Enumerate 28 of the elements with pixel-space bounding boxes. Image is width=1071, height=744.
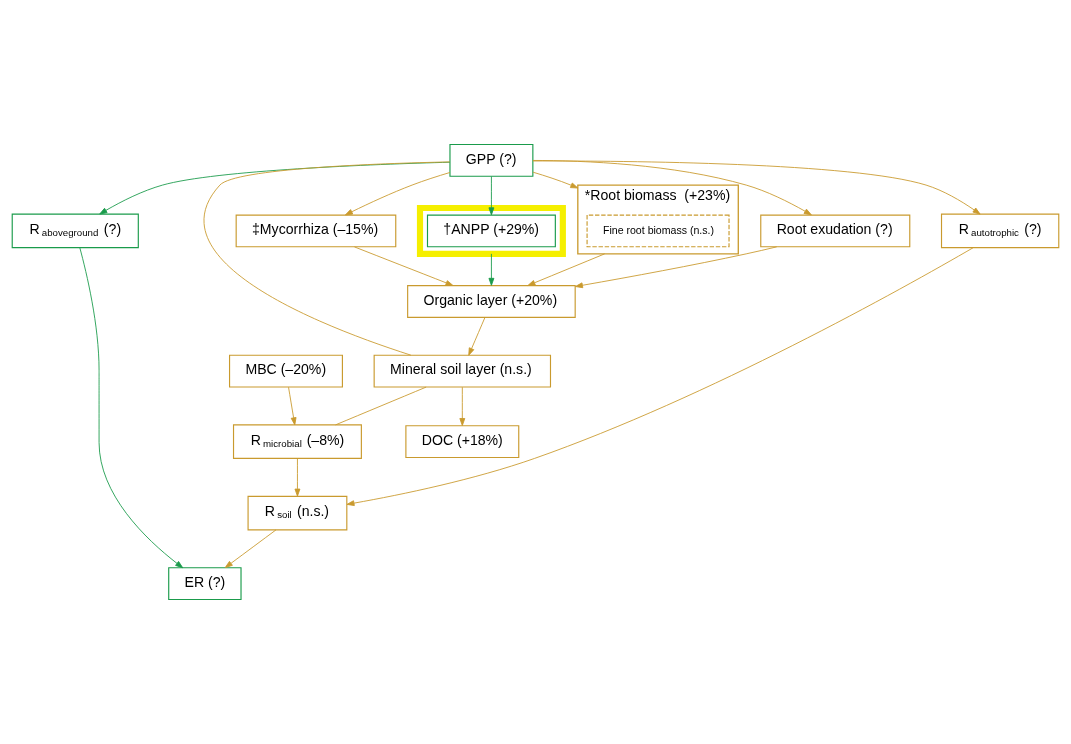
arrow (459, 386, 466, 426)
arrow (532, 171, 579, 189)
arrow (532, 160, 812, 216)
arrow (346, 247, 974, 507)
arrow (575, 246, 778, 289)
node-box: MBC (–20%) (229, 354, 343, 388)
node-box: DOC (+18%) (405, 425, 520, 459)
connector (335, 386, 427, 426)
arrow (532, 160, 981, 215)
arrow (294, 458, 301, 497)
node-box: GPP (?) (449, 143, 534, 177)
arrow (79, 247, 184, 569)
node-box: Organic layer (+20%) (407, 285, 576, 318)
arrow (288, 386, 297, 426)
node-box: ER (?) (168, 567, 242, 601)
arrow (488, 253, 495, 286)
arrow (354, 246, 454, 286)
node-box: Mineral soil layer (n.s.) (373, 354, 552, 388)
node-box: †ANPP (+29%) (426, 214, 556, 248)
arrow (488, 176, 495, 216)
arrow (468, 317, 486, 356)
node-box: Fine root biomass (n.s.) (586, 214, 730, 248)
arrow (224, 529, 277, 568)
node-box: Root exudation (?) (760, 214, 911, 248)
arrow (527, 253, 606, 286)
node-box: ‡Mycorrhiza (–15%) (235, 214, 397, 248)
connector (203, 161, 451, 356)
arrow (344, 172, 451, 216)
